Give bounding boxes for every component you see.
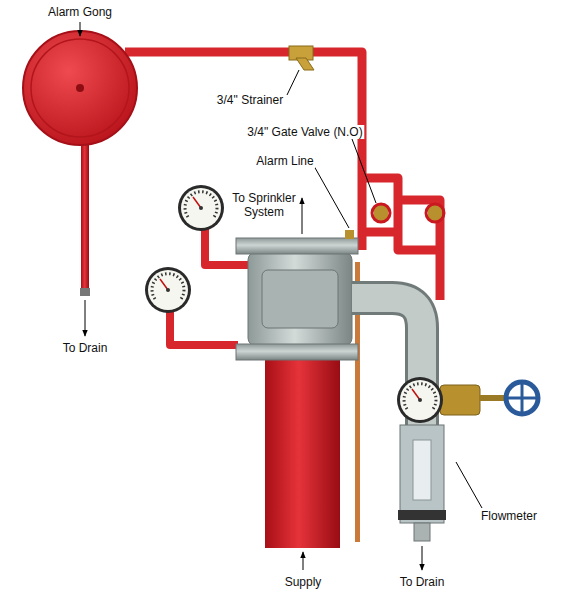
callout-label: 3/4" Strainer [215,93,285,107]
callout-label: To Drain [61,341,110,355]
gate-valves [372,204,390,222]
alarm-check-valve [345,230,354,239]
leader-lines [303,552,304,570]
alarm-check-valve [236,344,358,360]
drain-valve [506,382,538,414]
supply-pipe [265,358,340,548]
alarm-check-valve [248,252,352,346]
alarm-gong [31,39,129,137]
leader-lines [314,166,349,228]
drain-valve [440,385,480,415]
callout-label: Alarm Gong [46,5,114,19]
pressure-gauge [178,185,224,231]
flowmeter-body [413,440,431,500]
gate-valves [428,205,442,221]
callout-label: 3/4" Gate Valve (N.O) [245,125,364,139]
flowmeter-body [398,425,446,541]
drain-valve [480,395,506,401]
strainer [289,46,314,70]
alarm-piping [362,228,398,237]
gate-valves [374,205,388,221]
gauge-piping [170,310,238,345]
flowmeter-body [398,510,446,520]
callout-label: Flowmeter [479,509,539,523]
leader-lines [422,546,423,570]
gate-valves [372,204,444,222]
leader-lines [456,462,482,508]
leader-lines [85,300,86,336]
flowmeter-body [400,425,444,523]
drain-valve [440,382,538,415]
callout-label: To Drain [398,575,447,589]
gong-drain-pipe [80,140,90,296]
leader-lines [352,139,376,203]
alarm-gong [23,31,137,145]
gong-drain-pipe [80,288,90,296]
alarm-check-valve [262,270,338,328]
flowmeter-body [414,523,430,541]
alarm-piping [125,52,362,250]
callout-label: To Sprinkler System [230,191,298,219]
leader-lines [287,70,299,95]
strainer [296,58,314,70]
leader-lines [302,198,303,234]
callout-label: Alarm Line [254,154,315,168]
drain-valve [521,382,524,414]
alarm-check-valve [236,230,358,360]
gate-valves [426,204,444,222]
leader-lines [80,22,482,570]
alarm-gong [23,31,137,145]
alarm-gong [76,84,84,92]
callout-label: Supply [283,575,324,589]
alarm-check-valve [236,238,358,254]
pressure-gauge [145,267,191,313]
gong-drain-pipe [81,140,89,290]
leader-lines [80,22,81,36]
pressure-gauge [397,377,443,423]
